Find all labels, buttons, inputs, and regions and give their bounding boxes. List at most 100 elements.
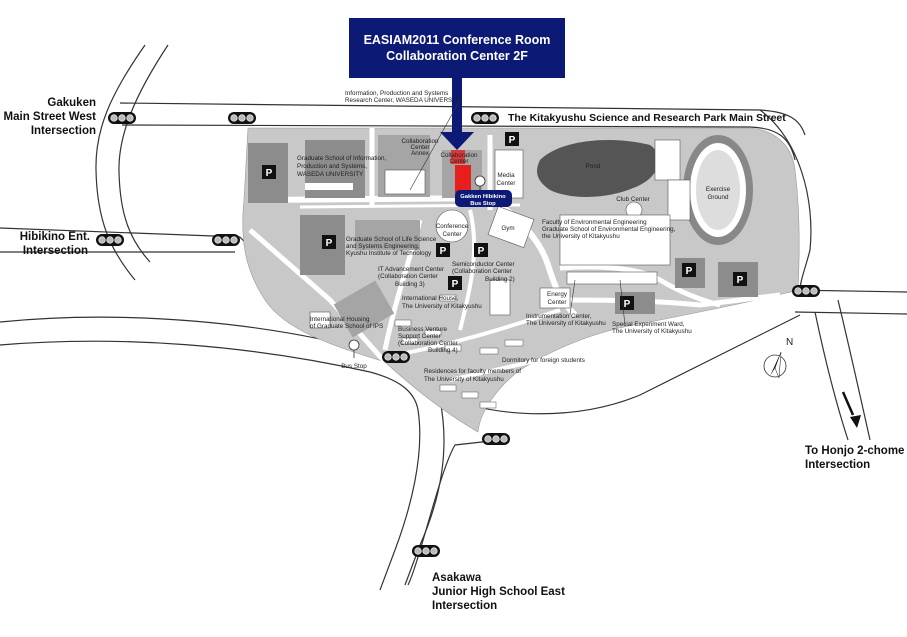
parking-icon: P xyxy=(474,243,488,257)
label-semiconductor-line3: Building 2) xyxy=(485,276,515,283)
parking-icon: P xyxy=(733,272,747,286)
traffic-light-icon xyxy=(471,112,499,124)
label-media-center-line2: Center xyxy=(497,180,516,187)
label-exercise-ground-line2: Ground xyxy=(707,194,729,201)
parking-label: P xyxy=(478,246,485,257)
honjo-line2: Intersection xyxy=(805,459,870,471)
label-conference-center-line1: Conference xyxy=(436,223,469,230)
honjo-line1: To Honjo 2-chome xyxy=(805,445,904,457)
main-street-label: The Kitakyushu Science and Research Park… xyxy=(508,112,786,124)
parking-icon: P xyxy=(448,276,462,290)
collaboration-center-highlight xyxy=(455,165,471,193)
label-exercise-ground-line1: Exercise xyxy=(706,186,731,193)
traffic-lights xyxy=(96,112,820,557)
traffic-light-icon xyxy=(382,351,410,363)
bus-stop-main-line1: Gakken Hibikino xyxy=(460,194,506,200)
label-collab-annex-line2: Center xyxy=(411,144,430,151)
label-env-eng-line1: Faculty of Environmental Engineering xyxy=(542,219,647,226)
label-it-center-line1: IT Advancement Center xyxy=(378,266,444,273)
intersection-labels: Gakuken Main Street West Intersection Hi… xyxy=(4,97,905,612)
banner-line2: Collaboration Center 2F xyxy=(386,49,528,63)
building-labels: Information, Production and SystemsResea… xyxy=(297,90,731,383)
label-conference-center-line2: Center xyxy=(443,231,462,238)
campus-ground xyxy=(242,127,800,433)
bus-stop-main-line2: Bus Stop xyxy=(470,201,496,207)
label-business-venture-line2: Support Center xyxy=(398,333,441,340)
traffic-light-icon xyxy=(96,234,124,246)
hibikino-line1: Hibikino Ent. xyxy=(20,231,90,243)
bus-stop-small: Bus Stop xyxy=(341,339,367,370)
label-collab-annex-line3: Annex xyxy=(411,150,430,157)
bus-stop-small-label: Bus Stop xyxy=(341,363,367,370)
buildings xyxy=(248,135,758,409)
traffic-light-icon xyxy=(228,112,256,124)
label-env-eng-line3: the University of Kitakyushu xyxy=(542,233,620,240)
parking-label: P xyxy=(509,135,516,146)
label-instrumentation-line2: The University of Kitakyushu xyxy=(526,320,606,327)
banner-line1: EASIAM2011 Conference Room xyxy=(364,33,551,47)
parking-icon: P xyxy=(262,165,276,179)
label-waseda-grad-line1: Graduate School of Information, xyxy=(297,155,387,162)
label-media-center-line1: Media xyxy=(497,172,515,179)
label-intl-housing-line2: of Graduate School of IPS xyxy=(310,323,383,330)
compass: N xyxy=(763,337,793,379)
asakawa-line2: Junior High School East xyxy=(432,586,565,598)
asakawa-line1: Asakawa xyxy=(432,572,482,584)
label-waseda-center-line2: Research Center, WASEDA UNIVERSITY xyxy=(345,97,463,104)
label-env-eng-line2: Graduate School of Environmental Enginee… xyxy=(542,226,676,233)
parking-icon: P xyxy=(620,296,634,310)
gakuken-line2: Main Street West xyxy=(4,111,97,123)
label-waseda-grad-line3: WASEDA UNIVERSITY xyxy=(297,171,364,178)
label-dormitory: Dormitory for foreign students xyxy=(502,357,585,364)
asakawa-line3: Intersection xyxy=(432,600,497,612)
gakuken-line3: Intersection xyxy=(31,125,96,137)
label-gym: Gym xyxy=(501,225,514,232)
traffic-light-icon xyxy=(792,285,820,297)
parking-label: P xyxy=(326,238,333,249)
label-business-venture-line4: Building 4) xyxy=(428,347,458,354)
label-semiconductor-line1: Semiconductor Center xyxy=(452,261,515,268)
traffic-light-icon xyxy=(108,112,136,124)
parking-icon: P xyxy=(322,235,336,249)
down-arrow-icon xyxy=(440,78,474,150)
destination-banner: EASIAM2011 Conference Room Collaboration… xyxy=(349,18,565,150)
parking-label: P xyxy=(737,275,744,286)
label-energy-center-line1: Energy xyxy=(547,291,568,298)
label-it-center-line2: (Collaboration Center xyxy=(378,273,438,280)
parking-label: P xyxy=(452,279,459,290)
label-club-center: Club Center xyxy=(616,196,650,203)
parking-label: P xyxy=(624,299,631,310)
label-collab-annex-line1: Collaboration xyxy=(401,138,439,145)
label-it-center-line3: Building 3) xyxy=(395,281,425,288)
parking-icons: P P P P P P P P P xyxy=(262,132,747,310)
label-collab-center-line2: Center xyxy=(450,158,469,165)
label-business-venture-line1: Business Venture xyxy=(398,326,448,333)
parking-icon: P xyxy=(682,263,696,277)
label-residences-line2: The University of Kitakyushu xyxy=(424,376,504,383)
label-intl-house-line1: International House, xyxy=(402,295,459,302)
label-business-venture-line3: (Collaboration Center xyxy=(398,340,458,347)
label-special-ward-line1: Special Experiment Ward, xyxy=(612,321,685,328)
bus-stop-main: Gakken Hibikino Bus Stop xyxy=(455,175,512,207)
hibikino-line2: Intersection xyxy=(23,245,88,257)
compass-label: N xyxy=(786,337,793,348)
parking-label: P xyxy=(266,168,273,179)
parking-icon: P xyxy=(505,132,519,146)
parking-label: P xyxy=(686,266,693,277)
traffic-light-icon xyxy=(482,433,510,445)
label-pond: Pond xyxy=(586,163,601,170)
label-instrumentation-line1: Instrumentation Center, xyxy=(526,313,592,320)
parking-label: P xyxy=(440,246,447,257)
label-life-science-line2: and Systems Engineering, xyxy=(346,243,420,250)
label-intl-house-line2: The University of Kitakyushu xyxy=(402,303,482,310)
leader-lines xyxy=(409,99,626,326)
bus-stop-icon xyxy=(474,175,486,187)
north-arrow-icon xyxy=(770,352,781,376)
label-waseda-center-line1: Information, Production and Systems xyxy=(345,90,448,97)
label-collab-center-line1: Collaboration xyxy=(440,152,478,159)
label-semiconductor-line2: (Collaboration Center xyxy=(452,268,512,275)
label-waseda-grad-line2: Production and Systems, xyxy=(297,163,367,170)
traffic-light-icon xyxy=(212,234,240,246)
parking-icon: P xyxy=(436,243,450,257)
